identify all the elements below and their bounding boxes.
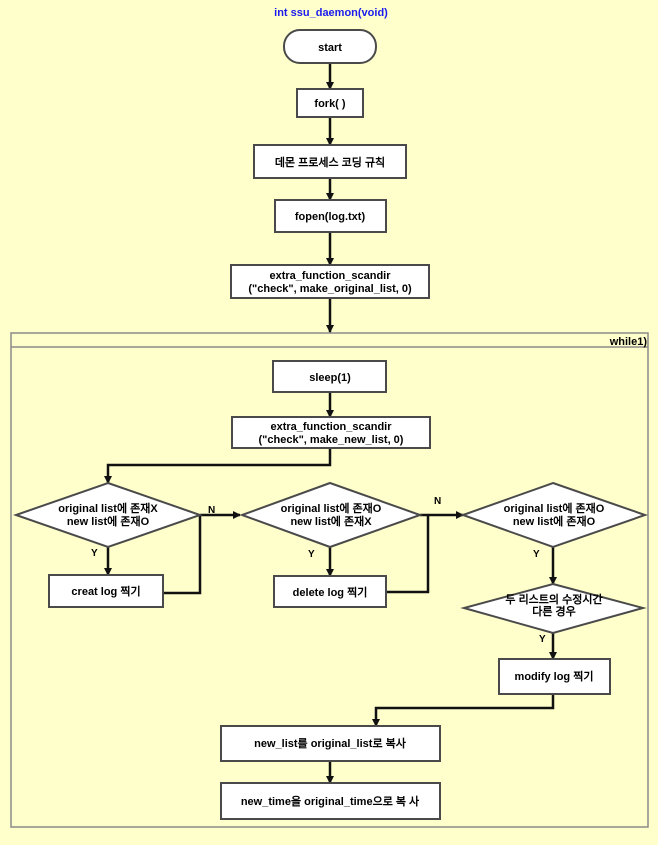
svg-text:original list에 존재X: original list에 존재X (58, 501, 158, 515)
svg-text:extra_function_scandir: extra_function_scandir (269, 270, 391, 282)
sleep-step: sleep(1) (272, 360, 387, 393)
branch-label-no: N (208, 505, 215, 516)
decision-created: original list에 존재X new list에 존재O (12, 481, 204, 549)
svg-text:sleep(1): sleep(1) (309, 372, 351, 384)
svg-text:new list에 존재O: new list에 존재O (67, 514, 150, 528)
scandir-new-step: extra_function_scandir ("check", make_ne… (231, 416, 431, 449)
decision-mtime-differs: 두 리스트의 수정시간 다른 경우 (460, 582, 647, 635)
scandir-original-step: extra_function_scandir ("check", make_or… (230, 264, 430, 299)
svg-text:start: start (318, 42, 342, 54)
branch-label-yes: Y (533, 549, 540, 560)
while-loop-label: while1) (609, 336, 648, 348)
svg-text:new_time을 original_time으로 복 사: new_time을 original_time으로 복 사 (241, 794, 420, 808)
function-title: int ssu_daemon(void) (274, 7, 388, 19)
branch-label-yes: Y (539, 634, 546, 645)
svg-text:original list에 존재O: original list에 존재O (504, 501, 605, 515)
svg-text:modify log 찍기: modify log 찍기 (515, 669, 594, 683)
svg-text:두 리스트의 수정시간: 두 리스트의 수정시간 (505, 592, 602, 606)
svg-text:다른 경우: 다른 경우 (532, 604, 576, 618)
copy-list-step: new_list를 original_list로 복사 (220, 725, 441, 762)
svg-text:데몬 프로세스 코딩 규칙: 데몬 프로세스 코딩 규칙 (275, 155, 385, 169)
svg-text:extra_function_scandir: extra_function_scandir (270, 421, 392, 433)
daemon-coding-rules-step: 데몬 프로세스 코딩 규칙 (253, 144, 407, 179)
branch-label-yes: Y (308, 549, 315, 560)
create-log-step: creat log 찍기 (48, 574, 164, 608)
fopen-step: fopen(log.txt) (274, 199, 387, 233)
decision-exists-both: original list에 존재O new list에 존재O (460, 481, 649, 549)
svg-text:new_list를 original_list로 복사: new_list를 original_list로 복사 (254, 736, 407, 750)
svg-text:("check", make_original_list,: ("check", make_original_list, 0) (248, 283, 412, 295)
delete-log-step: delete log 찍기 (273, 575, 387, 608)
while-loop-frame (10, 332, 649, 828)
copy-time-step: new_time을 original_time으로 복 사 (220, 782, 441, 820)
connectors (104, 63, 557, 784)
svg-text:("check", make_new_list, 0): ("check", make_new_list, 0) (259, 434, 404, 446)
svg-text:fork( ): fork( ) (314, 98, 346, 110)
branch-label-no: N (434, 496, 441, 507)
fork-step: fork( ) (296, 88, 364, 118)
svg-text:original list에 존재O: original list에 존재O (281, 501, 382, 515)
svg-text:creat log 찍기: creat log 찍기 (71, 584, 140, 598)
svg-text:delete log 찍기: delete log 찍기 (293, 585, 368, 599)
start-terminal: start (283, 29, 377, 64)
svg-text:new list에 존재O: new list에 존재O (513, 514, 596, 528)
svg-text:new list에 존재X: new list에 존재X (290, 514, 372, 528)
modify-log-step: modify log 찍기 (498, 658, 611, 695)
branch-label-yes: Y (91, 548, 98, 559)
svg-text:fopen(log.txt): fopen(log.txt) (295, 211, 366, 223)
decision-deleted: original list에 존재O new list에 존재X (239, 481, 423, 549)
